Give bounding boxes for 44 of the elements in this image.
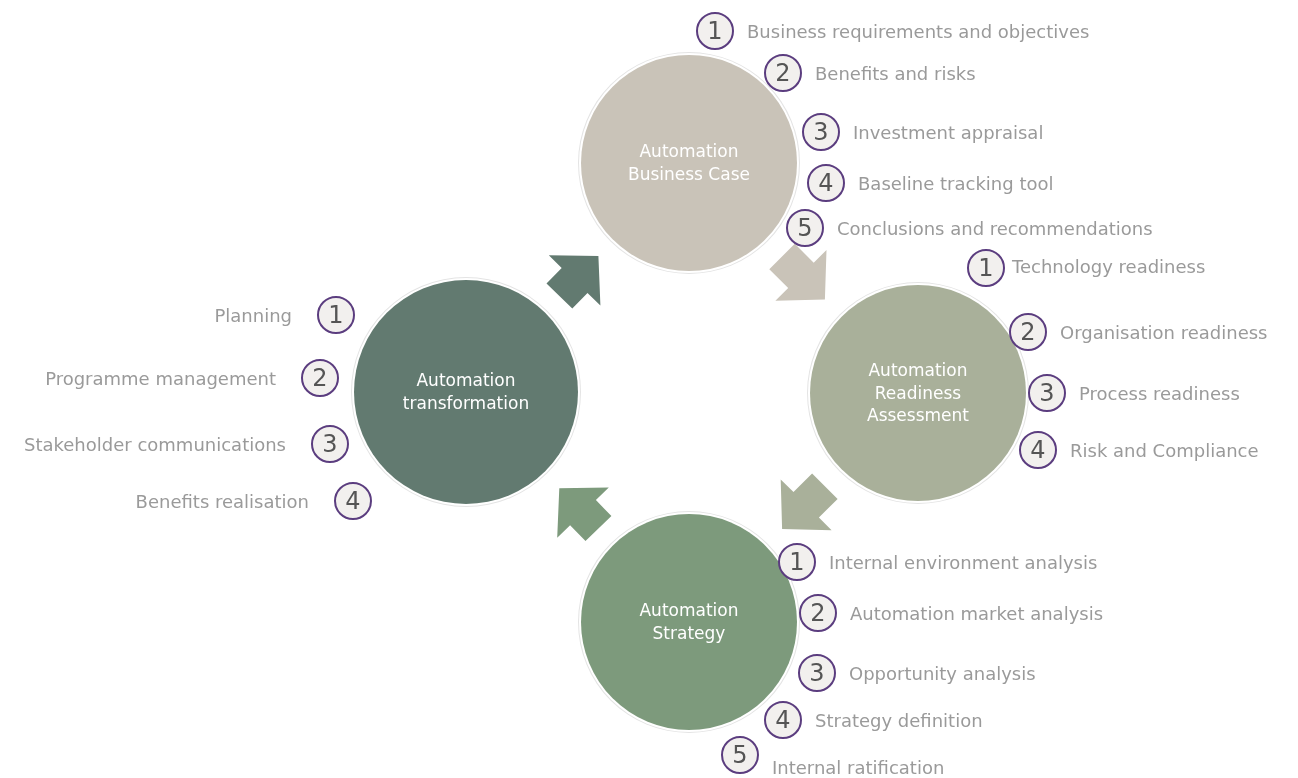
step-number: 4 — [1019, 431, 1057, 469]
step-number: 5 — [786, 209, 824, 247]
step-label: Conclusions and recommendations — [837, 217, 1153, 239]
step-label: Stakeholder communications — [24, 433, 286, 455]
step-label: Internal ratification — [772, 756, 945, 778]
step-number: 1 — [696, 12, 734, 50]
step-number: 2 — [1009, 313, 1047, 351]
step-label: Opportunity analysis — [849, 662, 1036, 684]
step-number: 5 — [721, 736, 759, 774]
step-label: Investment appraisal — [853, 121, 1044, 143]
step-number: 1 — [778, 543, 816, 581]
step-number: 3 — [798, 654, 836, 692]
block-arrow — [546, 255, 601, 309]
stage-title: Automation transformation — [401, 369, 531, 415]
step-label: Planning — [214, 304, 292, 326]
step-number: 2 — [301, 359, 339, 397]
step-number: 1 — [967, 249, 1005, 287]
step-label: Risk and Compliance — [1070, 439, 1259, 461]
step-label: Business requirements and objectives — [747, 20, 1090, 42]
step-label: Benefits and risks — [815, 62, 976, 84]
step-label: Technology readiness — [1012, 255, 1206, 277]
block-arrow — [769, 243, 827, 301]
step-number: 3 — [802, 113, 840, 151]
step-label: Benefits realisation — [135, 490, 309, 512]
step-number: 3 — [311, 425, 349, 463]
step-number: 4 — [807, 164, 845, 202]
step-label: Programme management — [45, 367, 276, 389]
stage-title: Automation Business Case — [627, 140, 751, 186]
step-label: Internal environment analysis — [829, 551, 1098, 573]
step-label: Strategy definition — [815, 709, 983, 731]
step-number: 4 — [764, 701, 802, 739]
stage-title: Automation Strategy — [638, 599, 740, 645]
step-label: Organisation readiness — [1060, 321, 1268, 343]
step-label: Automation market analysis — [850, 602, 1104, 624]
step-number: 1 — [317, 296, 355, 334]
step-number: 4 — [334, 482, 372, 520]
block-arrow — [780, 473, 838, 531]
step-label: Process readiness — [1079, 382, 1240, 404]
stage-title: Automation Readiness Assessment — [866, 358, 970, 428]
step-number: 2 — [764, 54, 802, 92]
block-arrow — [557, 487, 612, 542]
step-number: 3 — [1028, 374, 1066, 412]
step-number: 2 — [799, 594, 837, 632]
step-label: Baseline tracking tool — [858, 172, 1054, 194]
